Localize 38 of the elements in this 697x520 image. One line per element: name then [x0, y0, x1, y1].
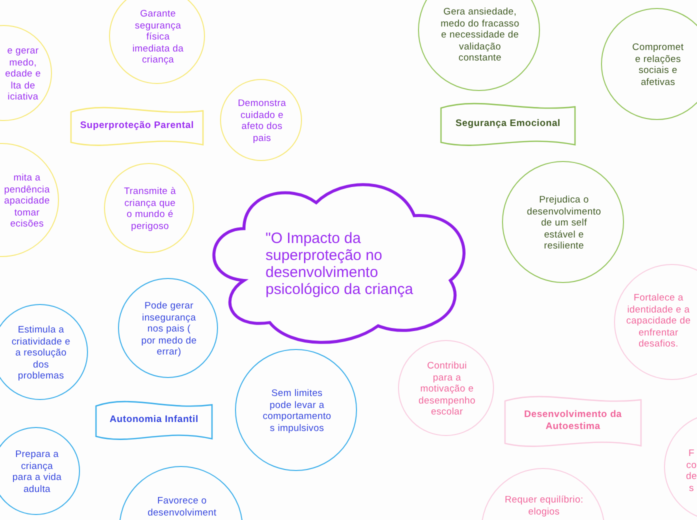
topic-text: mita a pendência apacidade tomar ecisões	[3, 172, 51, 230]
topic-text: Transmite à criança que o mundo é perigoso	[122, 186, 177, 232]
topic-text: Garante segurança física imediata da criança	[131, 8, 185, 66]
topic-text: Pode gerar insegurança nos pais ( por medo de errar)	[140, 300, 198, 358]
topic-text: Prejudica o desenvolvimento de um self estável e resiliente	[526, 194, 602, 252]
topic-text: Compromete relações sociais e afetivas	[631, 42, 685, 88]
topic-text: Prepara a criança para a vida adulta	[11, 449, 63, 495]
topic-text: F co de s	[685, 448, 697, 494]
topic-circle	[104, 163, 194, 253]
topic-circle	[0, 304, 88, 400]
topic-circle	[418, 0, 540, 91]
topic-text: Estimula a criatividade e a resolução dos problemas	[11, 324, 71, 382]
topic-circle	[502, 161, 624, 283]
topic-text: Demonstra cuidado e afeto dos pais	[236, 98, 288, 144]
topic-circle	[398, 340, 494, 436]
topic-text: Requer equilíbrio: elogios	[504, 494, 584, 518]
topic-text: Fortalece a identidade e a capacidade de enfrentar desafios.	[625, 292, 692, 350]
topic-text: e gerar medo, edade e lta de iciativa	[4, 45, 42, 103]
banner-shape	[71, 106, 203, 146]
topic-circle	[0, 427, 80, 515]
topic-text: Sem limites pode levar a comportamento s impulsivos	[262, 388, 332, 434]
banner-shape	[96, 400, 212, 440]
topic-circle	[614, 264, 697, 380]
branch-title: Desenvolvimento da Autoestima	[523, 409, 623, 433]
topic-text: Contribui para a motivação e desempenho escolar	[418, 360, 476, 418]
topic-circle	[220, 79, 302, 161]
banner-shape	[441, 102, 575, 146]
branch-title: Superproteção Parental	[79, 120, 195, 132]
topic-circle	[109, 0, 205, 84]
topic-circle	[601, 8, 697, 120]
branch-title: Segurança Emocional	[454, 118, 562, 130]
topic-circle	[118, 278, 218, 378]
topic-text: Gera ansiedade, medo do fracasso e necessidade de validação constante	[440, 6, 520, 64]
central-title: "O Impacto da superproteção no desenvolvimento psicológico da criança	[266, 230, 414, 298]
banner-shape	[505, 395, 641, 447]
branch-title: Autonomia Infantil	[108, 414, 200, 426]
topic-circle	[235, 349, 357, 471]
topic-text: Favorece o desenvolviment	[146, 496, 218, 518]
